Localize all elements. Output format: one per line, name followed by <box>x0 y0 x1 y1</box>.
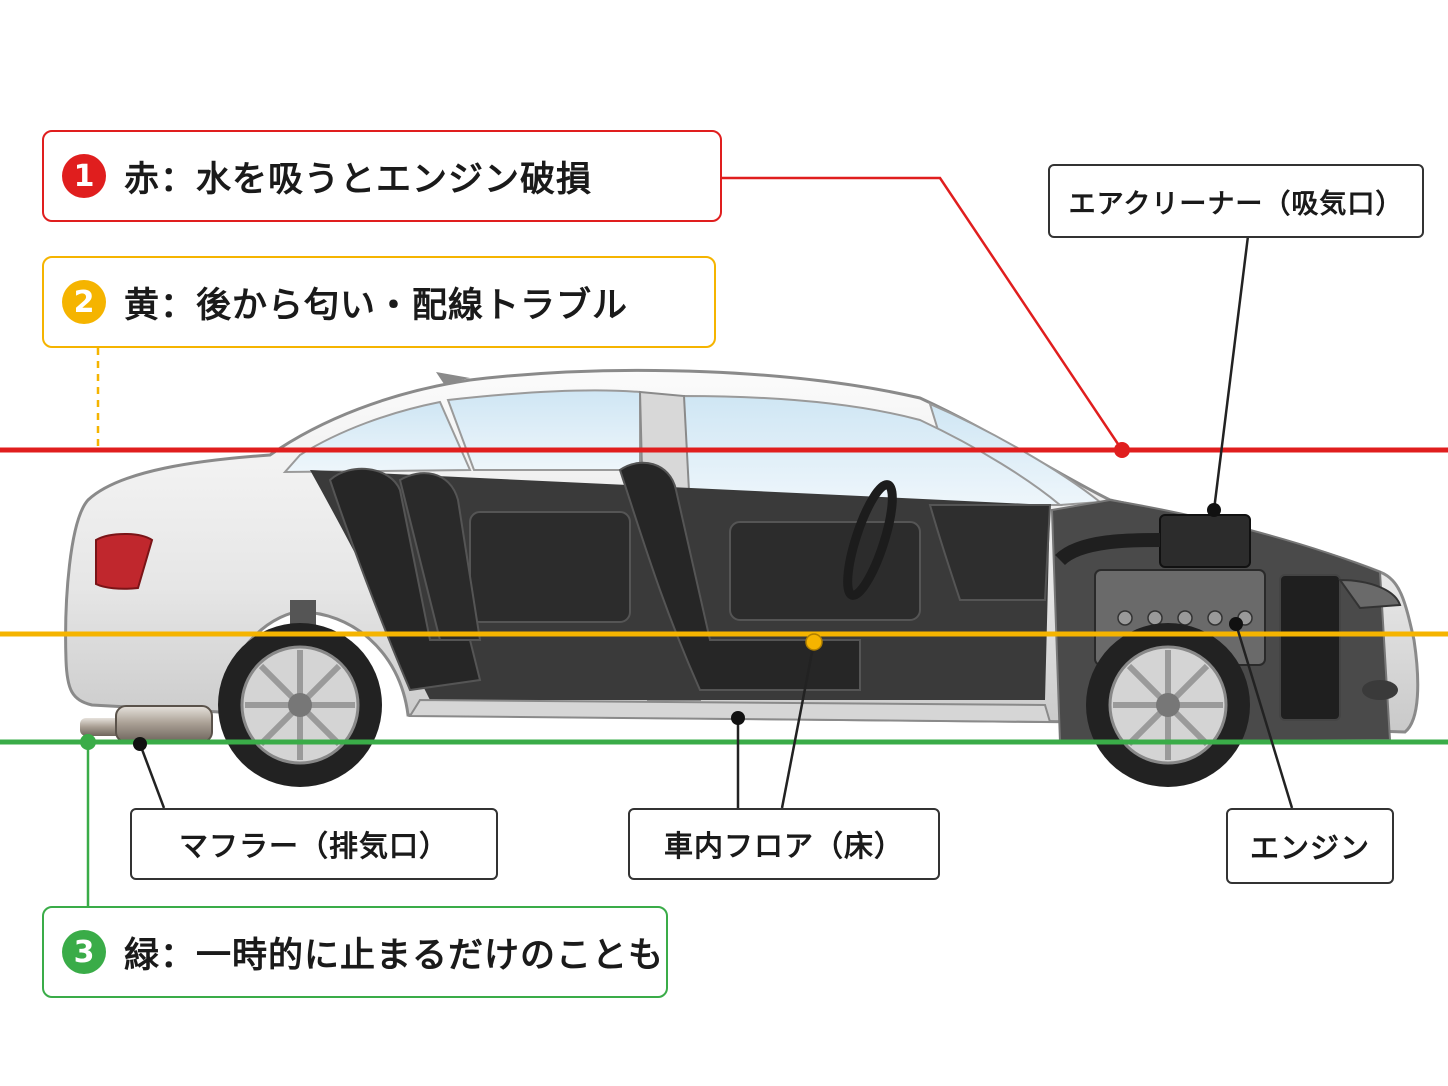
air-cleaner-dot <box>1207 503 1221 517</box>
level-box-red: 1 赤：水を吸うとエンジン破損 <box>42 130 722 222</box>
green-leader-dot <box>80 734 96 750</box>
level-text-yellow: 黄：後から匂い・配線トラブル <box>124 285 629 326</box>
floor-yellow-dot <box>805 633 823 651</box>
front-wheel <box>1086 623 1250 787</box>
floor-yellow-leader <box>780 641 816 809</box>
muffler-label: マフラー（排気口） <box>130 808 498 880</box>
muffler-dot <box>133 737 147 751</box>
level-box-green: 3 緑：一時的に止まるだけのことも <box>42 906 668 998</box>
engine-dot <box>1229 617 1243 631</box>
level-number-green: 3 <box>62 930 106 974</box>
air-cleaner-leader <box>1212 235 1250 511</box>
red-leader-dot <box>1114 442 1130 458</box>
floor-label: 車内フロア（床） <box>628 808 940 880</box>
level-text-red: 赤：水を吸うとエンジン破損 <box>124 159 593 200</box>
level-number-red: 1 <box>62 154 106 198</box>
air-cleaner-label: エアクリーナー（吸気口） <box>1048 164 1424 238</box>
engine-leader <box>1234 623 1294 809</box>
muffler-pipe <box>80 705 213 743</box>
floor-dot <box>731 711 745 725</box>
car-body <box>64 368 1420 744</box>
red-leader-line <box>722 176 1124 451</box>
level-number-yellow: 2 <box>62 280 106 324</box>
muffler-leader <box>138 743 166 809</box>
rear-wheel <box>218 623 382 787</box>
engine-label: エンジン <box>1226 808 1394 884</box>
level-box-yellow: 2 黄：後から匂い・配線トラブル <box>42 256 716 348</box>
level-text-green: 緑：一時的に止まるだけのことも <box>124 935 665 976</box>
